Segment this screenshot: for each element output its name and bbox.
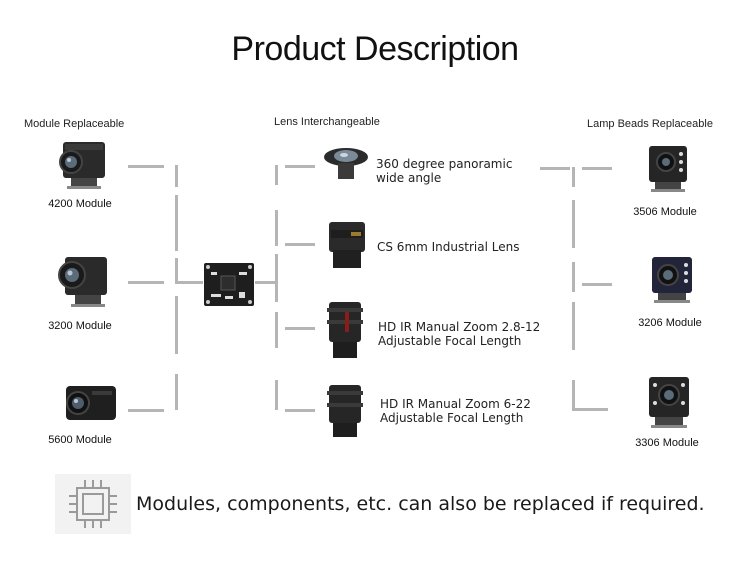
page-title: Product Description (231, 30, 519, 68)
lens-zoom-2-8-12 (323, 300, 367, 362)
module-label-5600: 5600 Module (48, 434, 112, 446)
chip-icon (55, 474, 131, 539)
camera-module-5600 (62, 383, 118, 423)
camera-module-3206 (650, 255, 696, 307)
module-label-3206: 3206 Module (638, 317, 702, 329)
module-label-3200: 3200 Module (48, 320, 112, 332)
lens-label-zoom-6-22: HD IR Manual Zoom 6-22 Adjustable Focal … (380, 397, 531, 425)
lens-zoom-6-22 (323, 383, 367, 441)
module-label-4200: 4200 Module (48, 198, 112, 210)
camera-module-3506 (645, 144, 691, 196)
lens-label-zoom-2-8-12: HD IR Manual Zoom 2.8-12 Adjustable Foca… (378, 320, 541, 348)
lens-column-heading: Lens Interchangeable (274, 116, 380, 128)
lens-label-panoramic: 360 degree panoramic wide angle (376, 157, 513, 185)
lens-panoramic (322, 147, 370, 183)
lens-cs-6mm (325, 220, 369, 272)
lamp-column-heading: Lamp Beads Replaceable (587, 118, 713, 130)
pcb-board (203, 262, 255, 307)
module-label-3306: 3306 Module (635, 437, 699, 449)
camera-module-3200 (55, 253, 113, 311)
footer-note: Modules, components, etc. can also be re… (136, 493, 705, 515)
module-column-heading: Module Replaceable (24, 118, 125, 130)
camera-module-4200 (55, 140, 110, 192)
camera-module-3306 (645, 375, 693, 431)
lens-label-cs-6mm: CS 6mm Industrial Lens (377, 240, 520, 254)
module-label-3506: 3506 Module (633, 206, 697, 218)
